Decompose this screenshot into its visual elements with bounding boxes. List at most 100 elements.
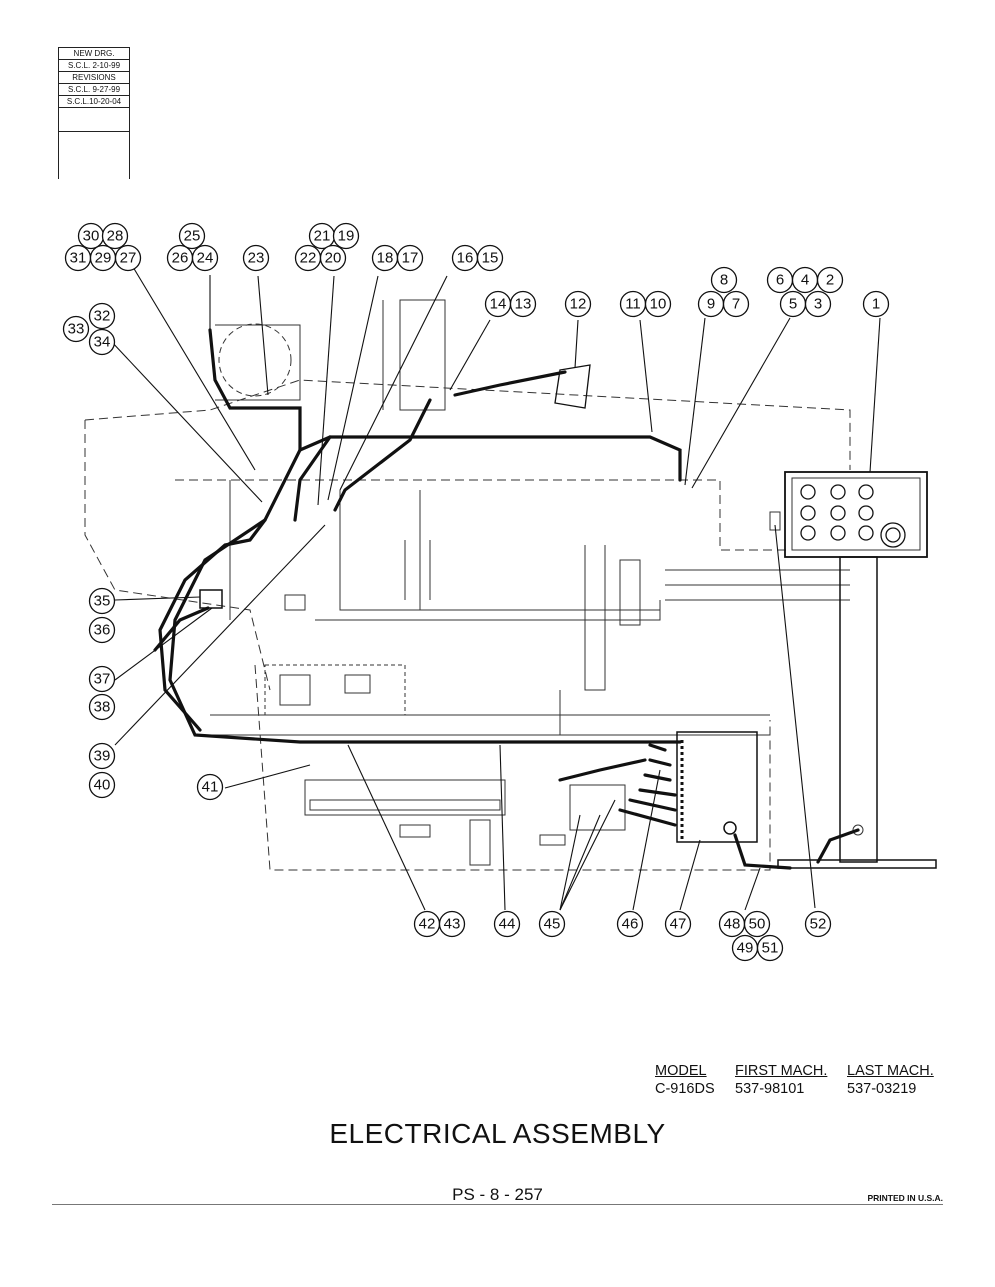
callout-4: 4 [791,266,819,294]
svg-text:21: 21 [314,228,331,245]
cables [153,328,860,870]
callout-20: 20 [319,244,347,272]
svg-text:41: 41 [202,779,219,796]
svg-text:13: 13 [515,296,532,313]
svg-text:47: 47 [670,916,687,933]
svg-text:20: 20 [325,250,342,267]
svg-text:26: 26 [172,250,189,267]
callout-1: 1 [862,290,890,318]
svg-text:40: 40 [94,777,111,794]
svg-text:6: 6 [776,272,784,289]
callout-32: 32 [88,302,116,330]
leader-lines [109,261,881,911]
callout-41: 41 [196,773,224,801]
first-mach-value: 537-98101 [735,1081,805,1097]
model-table: MODEL FIRST MACH. LAST MACH. C-916DS 537-98… [655,1062,942,1098]
svg-text:42: 42 [419,916,436,933]
callout-13: 13 [509,290,537,318]
svg-text:32: 32 [94,308,111,325]
page-number: PS - 8 - 257 [452,1185,543,1204]
callout-16: 16 [451,244,479,272]
svg-text:15: 15 [482,250,499,267]
callout-28: 28 [101,222,129,250]
callout-37: 37 [88,665,116,693]
svg-text:33: 33 [68,321,85,338]
callout-48: 48 [718,910,746,938]
callout-15: 15 [476,244,504,272]
callout-10: 10 [644,290,672,318]
callout-40: 40 [88,771,116,799]
svg-text:7: 7 [732,296,740,313]
callout-18: 18 [371,244,399,272]
svg-text:43: 43 [444,916,461,933]
svg-text:4: 4 [801,272,809,289]
callout-12: 12 [564,290,592,318]
callout-25: 25 [178,222,206,250]
callout-3: 3 [804,290,832,318]
svg-text:12: 12 [570,296,587,313]
callout-8: 8 [710,266,738,294]
callout-52: 52 [804,910,832,938]
callout-14: 14 [484,290,512,318]
callout-bubbles: 30 28 31 29 27 25 26 24 23 21 19 22 20 1… [62,222,890,962]
svg-text:30: 30 [83,228,100,245]
callout-46: 46 [616,910,644,938]
callout-45: 45 [538,910,566,938]
callout-5: 5 [779,290,807,318]
callout-38: 38 [88,693,116,721]
svg-text:49: 49 [737,940,754,957]
callout-43: 43 [438,910,466,938]
callout-9: 9 [697,290,725,318]
callout-19: 19 [332,222,360,250]
page-title: ELECTRICAL ASSEMBLY [329,1118,666,1149]
svg-text:2: 2 [826,272,834,289]
svg-text:17: 17 [402,250,419,267]
svg-text:46: 46 [622,916,639,933]
callout-51: 51 [756,934,784,962]
svg-text:28: 28 [107,228,124,245]
svg-text:45: 45 [544,916,561,933]
svg-text:37: 37 [94,671,111,688]
printed-notice: PRINTED IN U.S.A. [867,1193,943,1203]
callout-27: 27 [114,244,142,272]
model-table-header: MODEL FIRST MACH. LAST MACH. [655,1062,942,1080]
callout-42: 42 [413,910,441,938]
callout-6: 6 [766,266,794,294]
callout-21: 21 [308,222,336,250]
svg-text:31: 31 [70,250,87,267]
svg-text:5: 5 [789,296,797,313]
revision-row: S.C.L. 2-10-99 [59,60,129,72]
svg-text:24: 24 [197,250,214,267]
callout-50: 50 [743,910,771,938]
svg-text:3: 3 [814,296,822,313]
callout-22: 22 [294,244,322,272]
svg-text:16: 16 [457,250,474,267]
svg-text:34: 34 [94,334,111,351]
callout-24: 24 [191,244,219,272]
callout-26: 26 [166,244,194,272]
header-model: MODEL [655,1063,707,1079]
revision-row: S.C.L. 9-27-99 [59,84,129,96]
svg-text:14: 14 [490,296,507,313]
svg-text:23: 23 [248,250,265,267]
callout-44: 44 [493,910,521,938]
svg-text:44: 44 [499,916,516,933]
svg-text:10: 10 [650,296,667,313]
callout-49: 49 [731,934,759,962]
callout-39: 39 [88,742,116,770]
svg-text:11: 11 [625,296,641,313]
svg-text:50: 50 [749,916,766,933]
callout-47: 47 [664,910,692,938]
last-mach-value: 537-03219 [847,1081,917,1097]
header-first-mach: FIRST MACH. [735,1063,828,1079]
revision-row-blank [59,108,129,132]
svg-text:25: 25 [184,228,201,245]
model-value: C-916DS [655,1081,715,1097]
callout-36: 36 [88,616,116,644]
callout-2: 2 [816,266,844,294]
svg-text:9: 9 [707,296,715,313]
callout-33: 33 [62,315,90,343]
header-last-mach: LAST MACH. [847,1063,934,1079]
svg-text:38: 38 [94,699,111,716]
footer-divider [52,1204,943,1205]
